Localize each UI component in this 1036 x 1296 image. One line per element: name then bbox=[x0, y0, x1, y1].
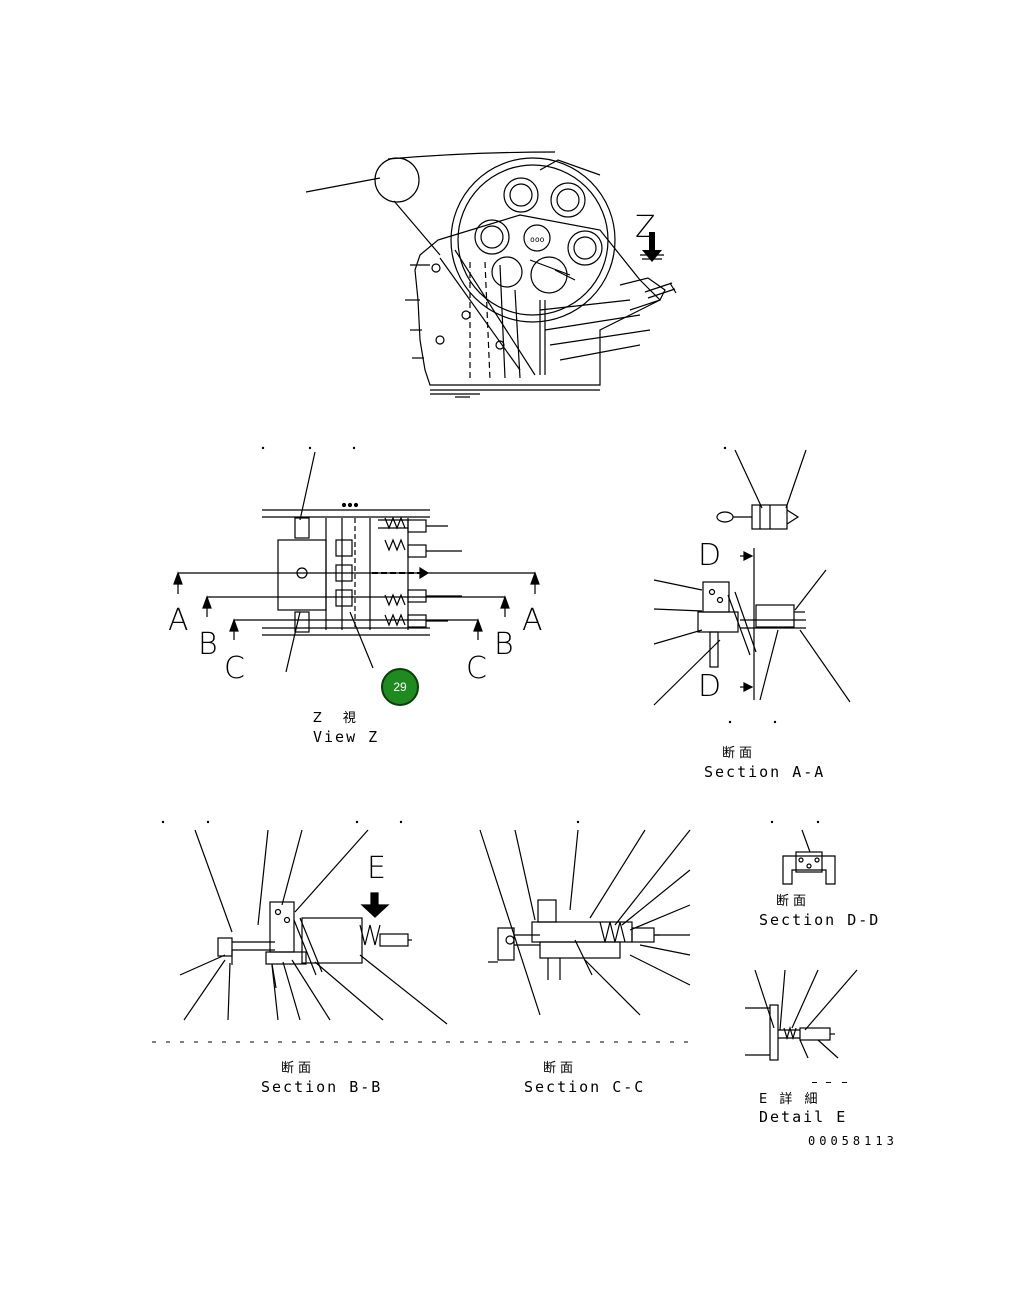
section-letter-b-right: B bbox=[494, 627, 516, 662]
callout-badge[interactable]: 29 bbox=[381, 668, 419, 706]
section-cc-jp-label: 断面 bbox=[543, 1061, 578, 1076]
section-aa-drawing bbox=[653, 449, 851, 706]
view-marker-z: Z bbox=[635, 210, 658, 245]
view-z-label: View Z bbox=[313, 728, 380, 746]
section-aa-label: Section A-A bbox=[704, 763, 826, 781]
svg-text:ooo: ooo bbox=[530, 235, 545, 244]
section-letter-a-left: A bbox=[168, 603, 191, 638]
section-bb-drawing bbox=[179, 829, 448, 1025]
section-letter-d-bottom: D bbox=[698, 669, 724, 704]
section-letter-e: E bbox=[367, 851, 388, 886]
drawing-number: 00058113 bbox=[808, 1134, 898, 1148]
section-dd-drawing bbox=[782, 829, 836, 885]
section-dd-label: Section D-D bbox=[759, 911, 881, 929]
detail-e-drawing bbox=[745, 969, 858, 1061]
main-assembly-view: ooo bbox=[305, 151, 677, 398]
section-dd-jp-label: 断面 bbox=[776, 894, 811, 909]
section-letter-b-left: B bbox=[198, 627, 220, 662]
section-bb-label: Section B-B bbox=[261, 1078, 383, 1096]
section-letter-c-right: C bbox=[466, 651, 489, 686]
view-z-drawing bbox=[173, 451, 540, 673]
section-letter-c-left: C bbox=[224, 651, 247, 686]
section-aa-jp-label: 断面 bbox=[722, 746, 757, 761]
section-bb-jp-label: 断面 bbox=[281, 1061, 316, 1076]
detail-e-label: Detail E bbox=[759, 1108, 848, 1126]
section-cc-drawing bbox=[479, 829, 691, 1016]
section-cc-label: Section C-C bbox=[524, 1078, 646, 1096]
view-z-jp-label: Z 視 bbox=[313, 711, 360, 726]
section-letter-a-right: A bbox=[522, 603, 545, 638]
detail-e-jp-label: E 詳 細 bbox=[759, 1092, 822, 1107]
section-letter-d-top: D bbox=[698, 538, 724, 573]
